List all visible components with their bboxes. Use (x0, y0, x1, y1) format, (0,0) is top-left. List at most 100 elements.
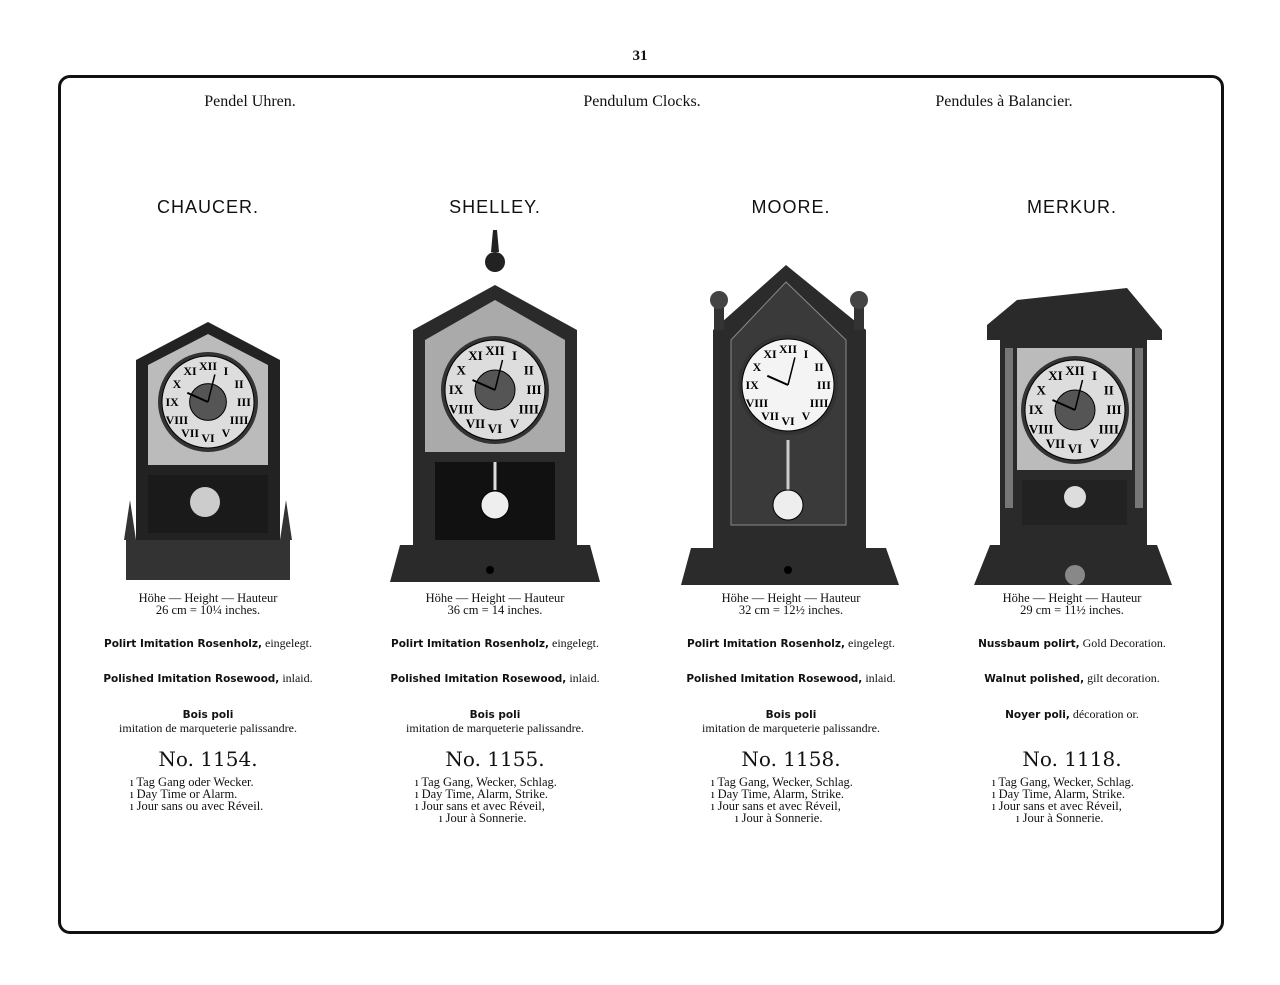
column-finial (714, 305, 724, 330)
material-english: Polished Imitation Rosewood, inlaid. (48, 671, 368, 686)
feature-line: ı Day Time or Alarm. (130, 787, 238, 801)
dial-numeral: II (814, 360, 824, 374)
height-label: Höhe — Height — Hauteur (1002, 591, 1142, 605)
finial-ball (850, 291, 868, 309)
feature-line: ı Jour sans ou avec Réveil. (130, 799, 264, 813)
inlay-strip-right (1135, 348, 1143, 508)
pendulum-bob (480, 490, 510, 520)
material-german: Nussbaum polirt, Gold Decoration. (912, 636, 1232, 651)
dial-numeral: V (1090, 436, 1100, 451)
material-en: inlaid. (566, 671, 600, 685)
clock-name: CHAUCER. (156, 197, 259, 217)
dial-numeral: V (802, 409, 811, 423)
dial-numeral: V (510, 416, 520, 431)
material-german: Polirt Imitation Rosenholz, eingelegt. (335, 636, 655, 651)
minute-hand (207, 374, 216, 403)
dial-numeral: VII (181, 426, 199, 440)
dial-numeral: XII (779, 342, 797, 356)
feature-line: ı Jour à Sonnerie. (1016, 811, 1104, 825)
header-french: Pendules à Balancier. (935, 93, 1073, 110)
material-de-bold: Nussbaum polirt, (978, 638, 1080, 650)
dial-numeral: I (224, 364, 229, 378)
dial-numeral: IIII (519, 402, 539, 417)
height-label: Höhe — Height — Hauteur (425, 591, 565, 605)
clock-height: Höhe — Height — Hauteur 36 cm = 14 inche… (335, 591, 655, 617)
features-list: ı Tag Gang, Wecker, Schlag.ı Day Time, A… (335, 775, 655, 825)
dial-numeral: X (457, 363, 467, 378)
dial-numeral: III (237, 395, 251, 409)
feature-line: ı Tag Gang, Wecker, Schlag. (992, 775, 1134, 789)
material-en: inlaid. (279, 671, 313, 685)
material-english: Polished Imitation Rosewood, inlaid. (335, 671, 655, 686)
minute-hand (1074, 379, 1084, 411)
dial-numeral: VI (488, 421, 502, 436)
material-fr: imitation de marqueterie palissandre. (119, 721, 297, 735)
header-german: Pendel Uhren. (204, 93, 296, 110)
model-number: No. 1158. (741, 747, 841, 771)
feature-line: ı Jour sans et avec Réveil, (711, 799, 841, 813)
clock-name: MOORE. (751, 197, 831, 217)
material-de: Gold Decoration. (1079, 636, 1166, 650)
dial-numeral: VIII (1029, 422, 1054, 437)
finial-ball (710, 291, 728, 309)
material-de-bold: Polirt Imitation Rosenholz, (687, 638, 846, 650)
dial-numeral: V (222, 426, 231, 440)
feature-line: ı Jour sans et avec Réveil, (992, 799, 1122, 813)
dial-numeral: VIII (166, 413, 189, 427)
material-fr: imitation de marqueterie palissandre. (406, 721, 584, 735)
material-de-bold: Polirt Imitation Rosenholz, (391, 638, 550, 650)
material-en-bold: Polished Imitation Rosewood, (390, 673, 567, 685)
dial-numeral: IX (449, 382, 464, 397)
material-en: inlaid. (862, 671, 896, 685)
feature-line: ı Jour sans et avec Réveil, (415, 799, 545, 813)
dial-numeral: VI (201, 431, 215, 445)
dial-numeral: X (173, 377, 182, 391)
height-value: 36 cm = 14 inches. (447, 603, 543, 617)
dial-numeral: II (1104, 383, 1114, 398)
dial-numeral: III (817, 378, 831, 392)
material-fr-bold: Noyer poli, (1005, 709, 1070, 721)
material-english: Walnut polished, gilt decoration. (912, 671, 1232, 686)
dial-numeral: XII (485, 343, 505, 358)
keyhole (486, 566, 494, 574)
material-en-bold: Polished Imitation Rosewood, (686, 673, 863, 685)
material-de: eingelegt. (262, 636, 312, 650)
dial-numeral: IX (745, 378, 759, 392)
hour-hand (186, 391, 209, 403)
dial-numeral: XII (199, 359, 217, 373)
dial-numeral: VIII (449, 402, 474, 417)
dial-numeral: XI (183, 364, 197, 378)
dial-numeral: IX (1029, 402, 1044, 417)
feature-line: ı Tag Gang, Wecker, Schlag. (415, 775, 557, 789)
hour-hand (766, 374, 789, 386)
header-english: Pendulum Clocks. (583, 93, 701, 110)
height-label: Höhe — Height — Hauteur (721, 591, 861, 605)
minute-hand (787, 357, 796, 386)
dial-numeral: VII (466, 416, 486, 431)
dial-numeral: IIII (1099, 422, 1119, 437)
material-en: gilt decoration. (1084, 671, 1160, 685)
features-list: ı Tag Gang oder Wecker.ı Day Time or Ala… (48, 776, 368, 813)
dial-numeral: X (1037, 383, 1047, 398)
height-value: 29 cm = 11½ inches. (1020, 603, 1124, 617)
material-en-bold: Walnut polished, (984, 673, 1085, 685)
material-german: Polirt Imitation Rosenholz, eingelegt. (631, 636, 951, 651)
material-german: Polirt Imitation Rosenholz, eingelegt. (48, 636, 368, 651)
pendulum-bob (1064, 486, 1086, 508)
dial-numeral: VI (781, 414, 795, 428)
material-de: eingelegt. (845, 636, 895, 650)
height-value: 26 cm = 10¼ inches. (155, 603, 261, 617)
material-en-bold: Polished Imitation Rosewood, (103, 673, 280, 685)
dial-numeral: VII (1046, 436, 1066, 451)
clock-height: Höhe — Height — Hauteur 32 cm = 12½ inch… (631, 591, 951, 617)
hour-hand (472, 379, 496, 391)
clock-height: Höhe — Height — Hauteur 26 cm = 10¼ inch… (48, 592, 368, 617)
finial (485, 252, 505, 272)
dial-numeral: IX (165, 395, 179, 409)
material-fr-bold: Bois poli (469, 709, 521, 721)
dial-numeral: IIII (810, 396, 829, 410)
dial-numeral: XII (1065, 363, 1085, 378)
